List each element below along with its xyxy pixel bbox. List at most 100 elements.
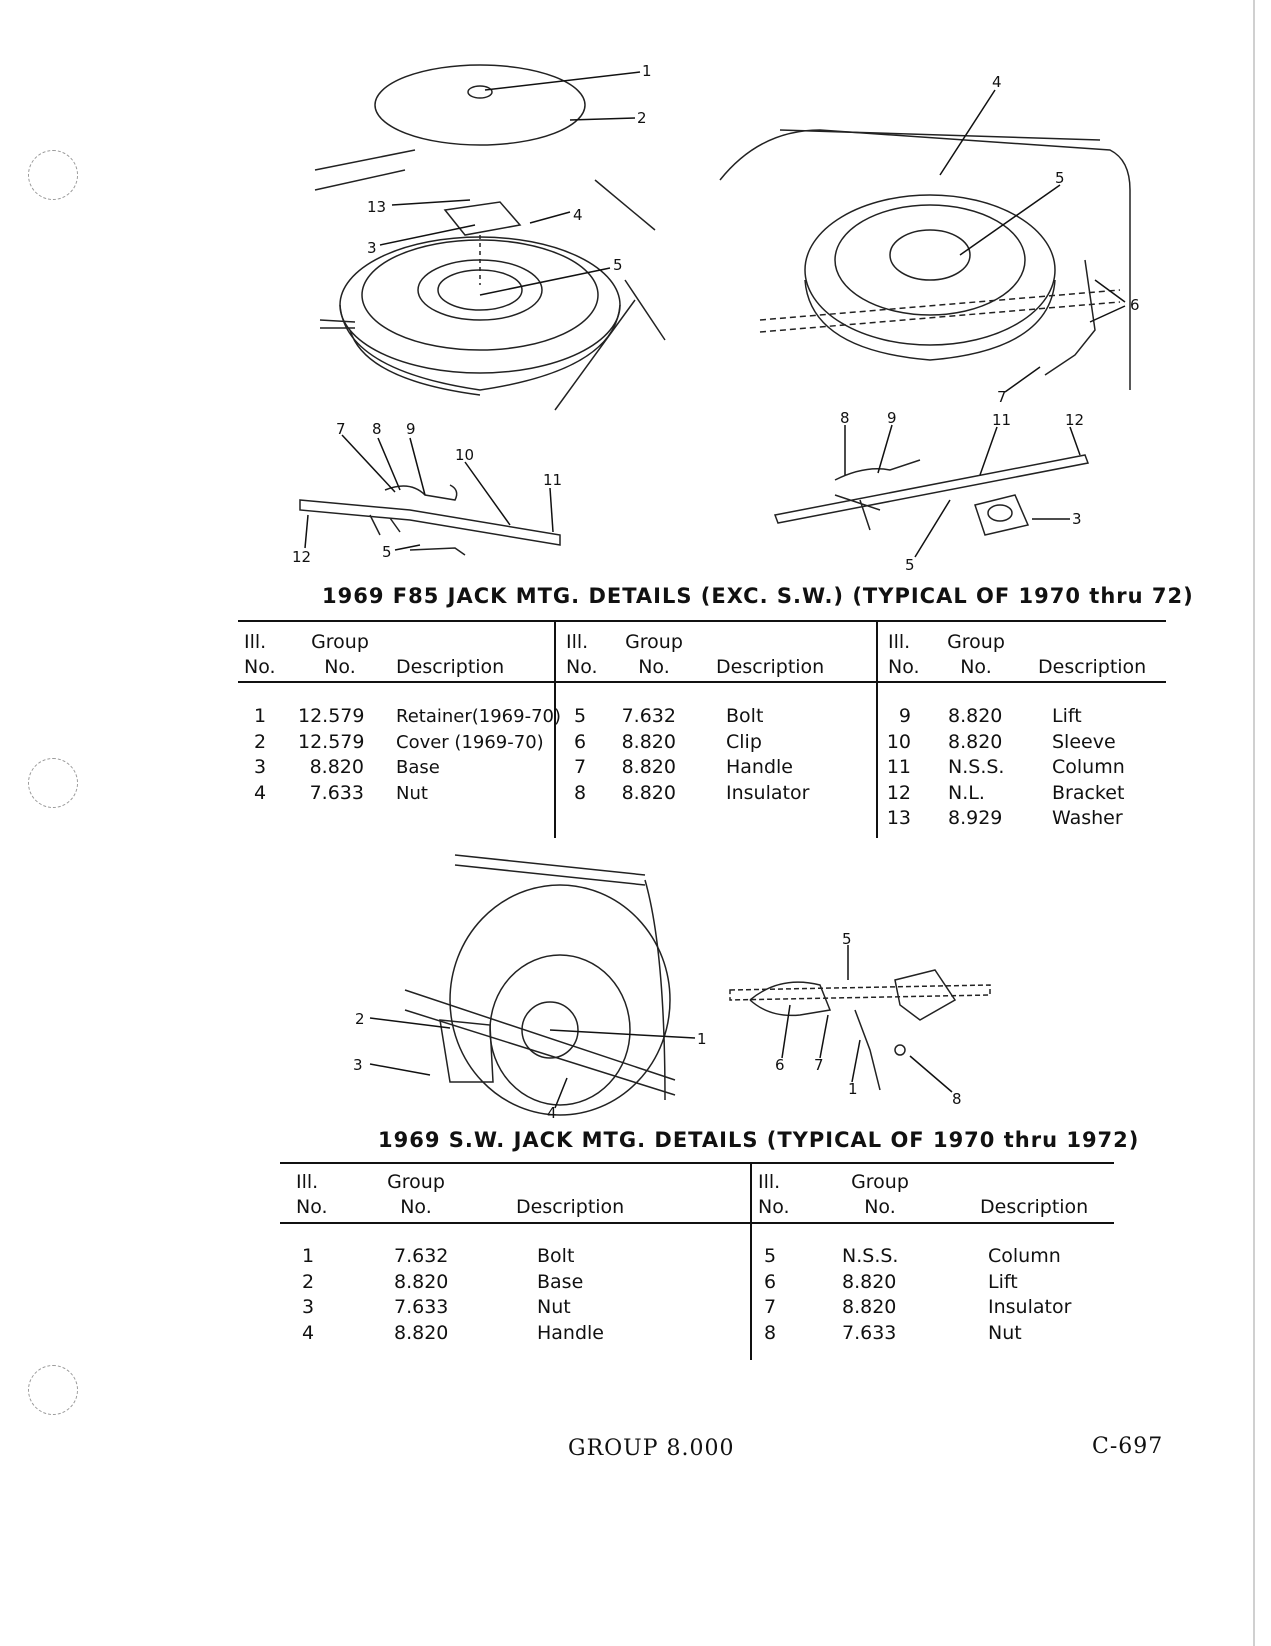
table-divider	[750, 1162, 752, 1360]
column-header-ill: Ill.No.	[566, 631, 598, 678]
callout: 8	[952, 1090, 962, 1108]
callout: 4	[992, 73, 1002, 91]
table-top-rule	[280, 1162, 1114, 1164]
callout: 5	[1055, 169, 1065, 187]
table-cell: 8.929	[948, 807, 1003, 829]
callout: 5	[382, 543, 392, 561]
table-cell: Sleeve	[1052, 730, 1116, 753]
table-cell: Nut	[537, 1296, 571, 1318]
table-cell: 8.820	[948, 705, 1003, 727]
callout: 8	[840, 409, 850, 427]
table-header-rule	[280, 1222, 1114, 1224]
table-cell: N.L.	[948, 781, 985, 804]
group-column: 8.820 8.820 N.S.S. N.L. 8.929	[948, 704, 1004, 832]
table-cell: 8	[763, 1321, 777, 1344]
punch-hole-bottom	[28, 1365, 78, 1415]
group-column: 7.632 8.820 8.820 8.820	[614, 704, 676, 806]
callout: 11	[992, 411, 1011, 429]
figure-f85-spare-tire-cover: 1 2 13 3 4 5	[314, 62, 666, 411]
table-cell: 13	[886, 807, 911, 829]
table-top-rule	[238, 620, 1166, 622]
table-cell: 8.820	[394, 1270, 449, 1293]
table-cell: Bolt	[726, 705, 764, 727]
table-cell: Base	[537, 1270, 584, 1293]
description-column: Lift Sleeve Column Bracket Washer	[1052, 704, 1125, 832]
column-header-ill: Ill.No.	[296, 1171, 328, 1218]
table-cell: 8.820	[842, 1296, 897, 1318]
table-cell: 8.820	[621, 730, 676, 753]
callout: 7	[997, 388, 1007, 406]
table-cell: 8.820	[309, 756, 364, 778]
page-edge-line	[1253, 0, 1255, 1646]
table-cell: 8.820	[948, 730, 1003, 753]
callout: 3	[367, 239, 377, 257]
column-header-ill: Ill.No.	[758, 1171, 790, 1218]
table-cell: 7	[763, 1296, 777, 1318]
table-cell: Cover (1969-70)	[396, 731, 544, 753]
callout: 2	[637, 109, 647, 127]
table-cell: 7	[573, 756, 587, 778]
callout: 2	[355, 1010, 365, 1028]
table-cell: 1	[301, 1245, 315, 1267]
page-number: C-697	[1092, 1434, 1164, 1459]
column-header-description: Description	[396, 656, 505, 678]
column-header-description: Description	[980, 1196, 1089, 1218]
ill-column: 5 6 7 8	[758, 1244, 782, 1346]
table-cell: 2	[301, 1270, 315, 1293]
table-cell: 1	[253, 705, 267, 727]
callout: 12	[1065, 411, 1084, 429]
table-cell: 7.633	[394, 1296, 449, 1318]
column-header-description: Description	[716, 656, 825, 678]
callout: 3	[353, 1056, 363, 1074]
table-cell: 4	[301, 1321, 315, 1344]
table-cell: Lift	[988, 1270, 1018, 1293]
callout: 6	[1130, 296, 1140, 314]
table-cell: 6	[763, 1270, 777, 1293]
callout: 7	[336, 420, 346, 438]
table-cell: Handle	[537, 1321, 605, 1344]
callout: 13	[367, 198, 386, 216]
callout: 5	[905, 556, 915, 574]
table-cell: Clip	[726, 730, 762, 753]
table-divider	[554, 620, 556, 838]
figure-f85-jack-assembly: 7 8 9 10 11 12 5	[292, 420, 562, 566]
ill-column: 5 6 7 8	[568, 704, 592, 806]
table-cell: Bracket	[1052, 781, 1125, 804]
figure-caption-f85: 1969 F85 JACK MTG. DETAILS (EXC. S.W.) (…	[322, 584, 1194, 608]
table-cell: Lift	[1052, 705, 1082, 727]
column-header-description: Description	[1038, 656, 1147, 678]
table-cell: 8.820	[621, 756, 676, 778]
callout: 4	[573, 206, 583, 224]
figure-sw-jack-assembly: 5 6 7 1 8	[729, 930, 991, 1108]
column-header-ill: Ill.No.	[244, 631, 276, 678]
punch-hole-middle	[28, 758, 78, 808]
table-cell: 5	[573, 705, 587, 727]
callout: 10	[455, 446, 474, 464]
table-cell: 3	[301, 1296, 315, 1318]
figure-f85-trunk-spare-tire: 4 5 6 7	[719, 73, 1140, 406]
table-cell: 4	[253, 781, 267, 804]
table-header-rule	[238, 681, 1166, 683]
table-cell: 12	[886, 781, 911, 804]
table-cell: Washer	[1052, 807, 1123, 829]
table-cell: 9	[898, 705, 911, 727]
table-cell: 8.820	[621, 781, 676, 804]
table-cell: Insulator	[988, 1296, 1072, 1318]
callout: 4	[547, 1104, 557, 1120]
table-cell: 8.820	[842, 1270, 897, 1293]
table-cell: 5	[763, 1245, 777, 1267]
table-cell: 3	[253, 756, 267, 778]
callout: 3	[1072, 510, 1082, 528]
table-cell: Retainer(1969-70)	[396, 706, 561, 727]
table-cell: 7.632	[621, 705, 676, 727]
callout: 1	[642, 62, 652, 80]
ill-column: 1 2 3 4	[248, 704, 272, 806]
table-cell: 8	[573, 781, 587, 804]
callout: 6	[775, 1056, 785, 1074]
group-column: N.S.S. 8.820 8.820 7.633	[842, 1244, 898, 1346]
callout: 8	[372, 420, 382, 438]
